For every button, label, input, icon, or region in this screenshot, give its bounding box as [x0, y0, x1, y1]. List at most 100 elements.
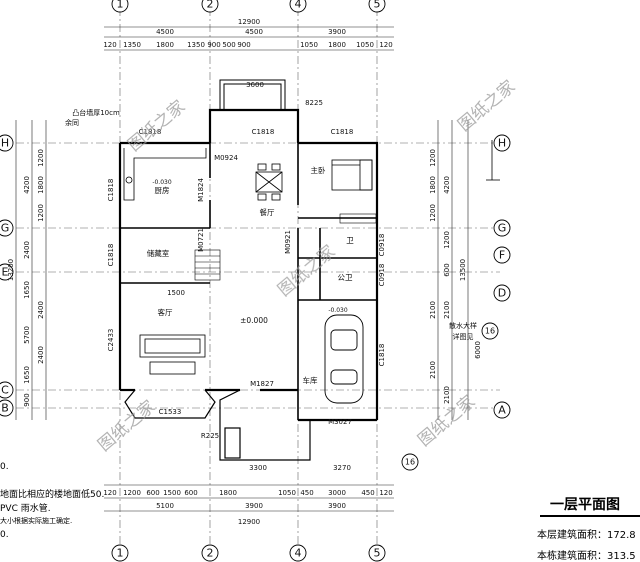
dim-right-mid-5: 6000 — [474, 341, 482, 359]
dim-left-d0: 1200 — [37, 149, 45, 167]
axis-left-h: H — [1, 137, 9, 150]
axis-top-5: 5 — [374, 0, 381, 11]
tag-m0924: M0924 — [214, 154, 238, 162]
axis-left-b: B — [1, 402, 9, 415]
axis-top-4: 4 — [295, 0, 302, 11]
dim-right-mid-6: 2100 — [443, 386, 451, 404]
dim-top-d1: 1350 — [123, 41, 141, 49]
tag-c1818-store: C1818 — [107, 244, 115, 267]
dim-left-mid-5: 1650 — [23, 366, 31, 384]
tag-c1818-top: C1818 — [252, 128, 275, 136]
axis-right-a: A — [498, 404, 506, 417]
dim-right-d2: 1200 — [429, 204, 437, 222]
axis-grid — [0, 8, 500, 548]
garage-level: -0.030 — [328, 307, 348, 314]
dim-bottom-d7: 450 — [300, 489, 313, 497]
dim-left-d1: 1800 — [37, 176, 45, 194]
dim-top-d0: 120 — [103, 41, 116, 49]
living-level: ±0.000 — [240, 316, 268, 325]
tag-c0918: C0918 — [378, 234, 386, 257]
dim-top-d10: 120 — [379, 41, 392, 49]
dim-bottom-d3: 1500 — [163, 489, 181, 497]
dim-top-d8: 1800 — [328, 41, 346, 49]
dim-inner-r225: R225 — [201, 432, 219, 440]
dim-bottom-d1: 1200 — [123, 489, 141, 497]
axis-left-e: E — [2, 266, 9, 279]
dim-bottom-total: 12900 — [238, 518, 260, 526]
axis-note-2: 详图见 — [453, 332, 474, 341]
tag-c1818-right: C1818 — [378, 344, 386, 367]
bay-window — [124, 389, 311, 461]
note-5: 0. — [0, 530, 9, 540]
dim-bottom-mid-3: 3900 — [328, 502, 346, 510]
floor-area: 本层建筑面积：172.8 — [537, 530, 636, 541]
interior-walls — [120, 143, 377, 420]
dim-left-d5: 2400 — [37, 301, 45, 319]
dim-top-d9: 1050 — [356, 41, 374, 49]
room-bedroom: 主卧 — [311, 165, 326, 175]
room-kitchen: 厨房 — [155, 185, 170, 195]
room-bath2: 公卫 — [338, 273, 353, 282]
note-2: 地面比相应的楼地面低50. — [0, 490, 105, 500]
dim-top-d4: 900 — [207, 41, 220, 49]
axis-bottom-5: 5 — [374, 547, 381, 560]
watermark-2: 图纸之家 — [454, 77, 519, 136]
title-underline — [540, 515, 640, 517]
sofa-icon — [139, 334, 206, 375]
axis-right-g: G — [498, 222, 507, 235]
room-bath1: 卫 — [346, 236, 354, 245]
tag-c1533: C1533 — [159, 408, 182, 416]
dim-top-d5: 500 — [222, 41, 235, 49]
note-3: PVC 雨水管. — [0, 504, 51, 514]
total-area: 本栋建筑面积：313.5 — [537, 551, 636, 562]
dim-right-mid-4: 2100 — [443, 301, 451, 319]
tag-m0921: M0921 — [284, 230, 292, 254]
dim-bottom-d6: 1050 — [278, 489, 296, 497]
dim-top-mid-2: 4500 — [245, 28, 263, 36]
dim-top-d3: 1350 — [187, 41, 205, 49]
dim-left-total: 13200 — [7, 259, 15, 281]
dim-top-d6: 900 — [237, 41, 250, 49]
axis-bottom-4: 4 — [295, 547, 302, 560]
bed-icon — [331, 159, 373, 191]
dim-top-d2: 1800 — [156, 41, 174, 49]
room-dining: 餐厅 — [260, 208, 275, 217]
wall-note-2: 余同 — [65, 118, 79, 127]
tag-c0918b: C0918 — [378, 264, 386, 287]
dining-table-icon — [255, 163, 283, 201]
dim-left-mid-6: 900 — [23, 393, 31, 406]
dim-right-mid-3: 600 — [443, 263, 451, 276]
dim-left-mid-4: 5700 — [23, 326, 31, 344]
ref-bubble-right: 16 — [485, 327, 495, 336]
dim-inner-3600: 3600 — [246, 81, 264, 89]
dim-inner-1500: 1500 — [167, 289, 185, 297]
note-4: 大小根据实际施工确定. — [0, 517, 73, 525]
tag-c1818-left: C1818 — [107, 179, 115, 202]
dim-bottom-d9: 450 — [361, 489, 374, 497]
dim-top-total: 12900 — [238, 18, 260, 26]
dim-bottom-d2: 600 — [146, 489, 159, 497]
dim-left-d6: 2400 — [37, 346, 45, 364]
car-icon — [324, 314, 364, 404]
axis-right-h: H — [498, 137, 506, 150]
axis-right-f: F — [499, 249, 505, 262]
wall-note: 凸台墙厚10cm — [72, 108, 120, 117]
dim-bottom-d8: 3000 — [328, 489, 346, 497]
stairs — [194, 213, 377, 281]
dim-left-mid-1: 4200 — [23, 176, 31, 194]
axis-top-2: 2 — [207, 0, 214, 11]
room-storage: 储藏室 — [147, 248, 170, 258]
tag-c2433: C2433 — [107, 329, 115, 352]
dim-inner-8225: 8225 — [305, 99, 323, 107]
axis-left-c: C — [1, 384, 9, 397]
room-garage: 车库 — [303, 375, 318, 385]
dim-bottom-d10: 120 — [379, 489, 392, 497]
dim-left-d2: 1200 — [37, 204, 45, 222]
axis-note: 散水大样 — [449, 321, 477, 330]
tag-m3027: M3027 — [328, 418, 352, 426]
kitchen-counter — [123, 148, 207, 201]
dim-bottom-d0: 120 — [103, 489, 116, 497]
axis-top-1: 1 — [117, 0, 124, 11]
room-living: 客厅 — [158, 307, 173, 317]
